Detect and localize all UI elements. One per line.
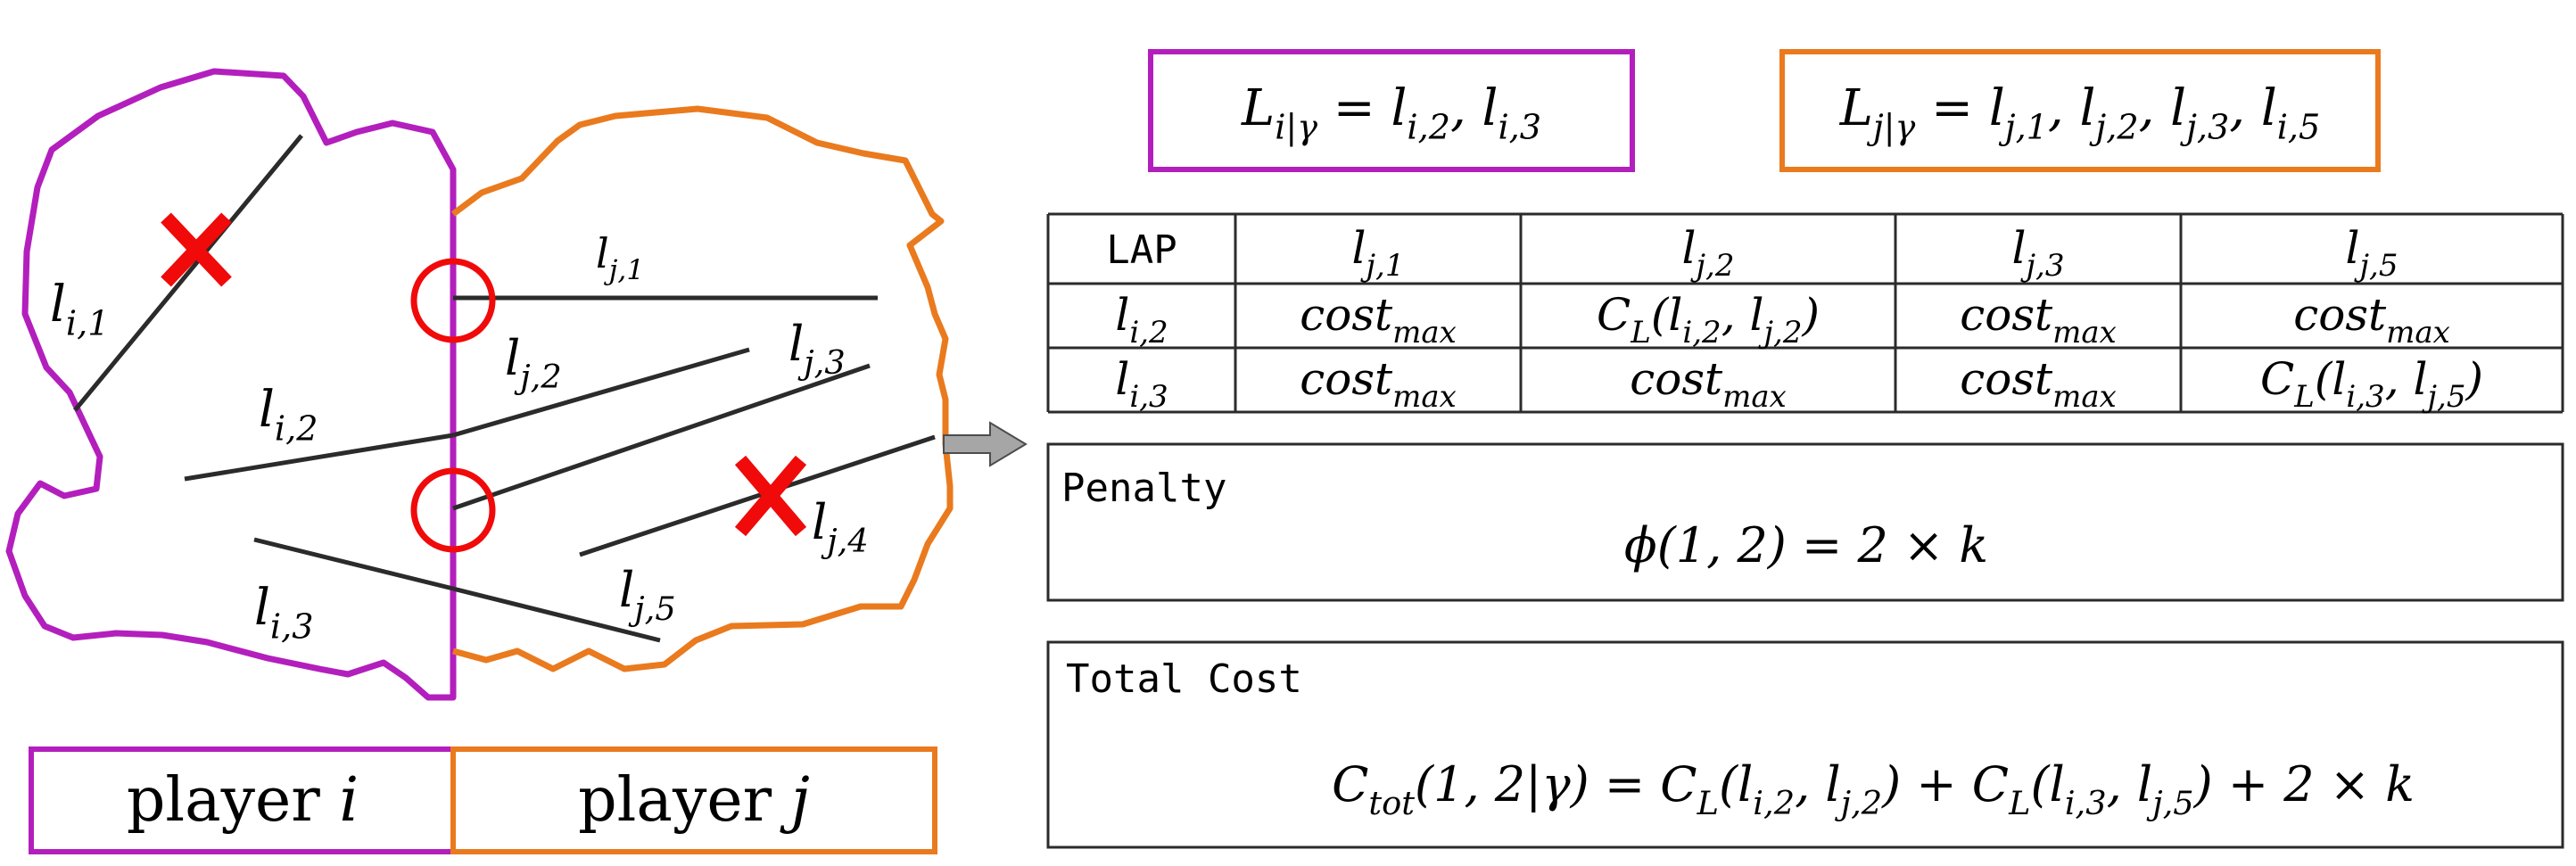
total-cost-formula: Ctot​(1, 2|γ) = CL​(li,2​, lj,2​) + CL​(…	[1332, 756, 2415, 822]
player-j-region	[450, 105, 954, 672]
label-li1: li,1​	[50, 276, 109, 343]
flow-arrow-icon	[943, 421, 1028, 467]
line-segment-lj3	[452, 363, 871, 511]
set-i-formula: Li|γ​ = li,2​, li,3​	[1241, 79, 1541, 147]
label-lj4: lj,4​	[812, 494, 869, 560]
total-cost-title: Total Cost	[1066, 656, 1302, 702]
label-li2: li,2​	[259, 381, 318, 449]
circle-marker-icon	[410, 467, 496, 553]
table-column-header: lj,2​	[1682, 222, 1735, 284]
table-column-header: lj,5​	[2346, 222, 2398, 284]
line-segment-li3	[253, 537, 454, 591]
table-cell: costmax​	[2293, 289, 2450, 351]
table-row-header: li,2​	[1115, 289, 1168, 351]
penalty-formula: ϕ(1, 2) = 2 × k	[1624, 517, 1988, 573]
line-segment-li1	[73, 134, 303, 412]
line-segment-lj4	[579, 434, 936, 557]
set-j-box	[1779, 49, 2381, 172]
set-i-box	[1148, 49, 1635, 172]
circle-marker-icon	[410, 258, 496, 343]
table-corner-cell: LAP	[1106, 227, 1177, 273]
table-column-header: lj,3​	[2012, 222, 2065, 284]
table-cell: costmax​	[1630, 353, 1787, 415]
legend-player-j-box	[450, 746, 937, 854]
player-i-region	[5, 68, 457, 701]
table-cell: costmax​	[1960, 353, 2117, 415]
label-lj5: lj,5​	[619, 562, 676, 628]
table-cell: CL​(li,2​, lj,2​)	[1597, 289, 1820, 351]
legend-player-i-label: player i	[127, 765, 359, 836]
label-lj2: lj,2​	[505, 330, 562, 396]
cross-mark-icon	[161, 212, 232, 287]
label-lj3: lj,3​	[788, 316, 846, 382]
set-j-formula: Lj|γ​ = lj,1​, lj,2​, lj,3​, li,5​	[1839, 79, 2321, 147]
table-cell: costmax​	[1300, 289, 1457, 351]
line-segment-lj5	[452, 586, 661, 643]
table-column-header: lj,1​	[1352, 222, 1405, 284]
penalty-box: Penalty ϕ(1, 2) = 2 × k	[1046, 442, 2564, 602]
line-segment-lj2	[452, 347, 750, 438]
set-boxes: Li|γ​ = li,2​, li,3​ Lj|γ​ = lj,1​, lj,2…	[1148, 49, 2381, 172]
total-cost-box: Total Cost Ctot​(1, 2|γ) = CL​(li,2​, lj…	[1046, 640, 2564, 849]
label-lj1: lj,1​	[596, 229, 644, 286]
label-li3: li,3​	[254, 579, 313, 647]
legend: player i player j	[29, 746, 937, 854]
table-cell: costmax​	[1300, 353, 1457, 415]
table-cell: CL​(li,3​, lj,5​)	[2260, 353, 2483, 415]
legend-player-j-label: player j	[578, 765, 810, 836]
map-panel: li,1​ li,2​ li,3​ lj,1​ lj,2​ lj,3​ lj,4…	[5, 68, 954, 701]
cross-mark-icon	[734, 455, 807, 537]
lap-table: LAPlj,1​lj,2​lj,3​lj,5​li,2​costmax​CL​(…	[1046, 212, 2564, 415]
penalty-title: Penalty	[1061, 466, 1226, 511]
line-segment-li2	[184, 433, 454, 482]
table-cell: costmax​	[1960, 289, 2117, 351]
table-row-header: li,3​	[1115, 353, 1168, 415]
